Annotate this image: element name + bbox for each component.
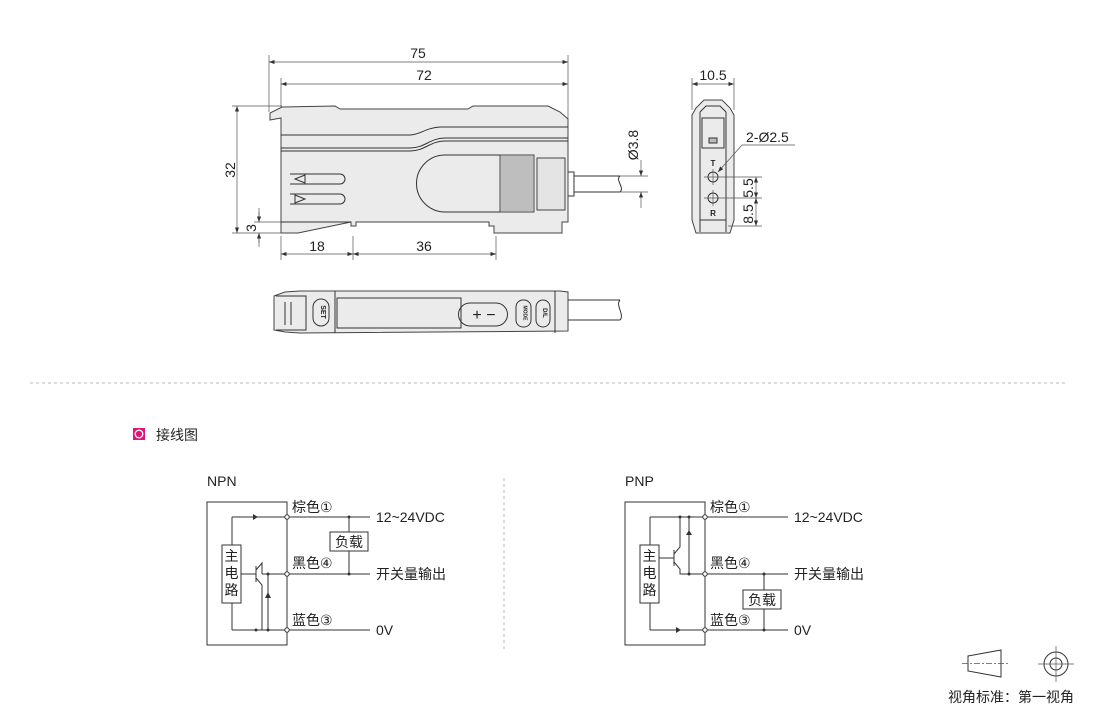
cable	[568, 171, 620, 197]
section-title: 接线图	[156, 427, 198, 443]
hole-label-r: R	[710, 209, 716, 218]
hole-label-t: T	[711, 159, 716, 168]
dim-3: 3	[243, 224, 259, 232]
pnp-ground: 0V	[794, 622, 812, 638]
dim-cable-diameter: Ø3.8	[625, 130, 641, 161]
mode-button: MODE	[522, 306, 528, 322]
pnp-supply: 12~24VDC	[794, 509, 863, 525]
npn-ground: 0V	[376, 622, 394, 638]
pnp-diagram: PNP 主 电 路 棕色① 黑色④ 蓝色③ 负载 12~24VDC 开关量输出 …	[624, 473, 864, 646]
hole-spec: 2-Ø2.5	[746, 129, 789, 145]
dim-18: 18	[309, 238, 325, 254]
set-button: SET	[319, 305, 326, 319]
dim-72: 72	[416, 67, 432, 83]
npn-main-circuit-3: 路	[225, 582, 239, 598]
npn-title: NPN	[207, 473, 237, 489]
front-view: 75 72 32 3 18 36 Ø3.8	[222, 45, 648, 260]
pnp-main-circuit-3: 路	[643, 582, 657, 598]
dim-32: 32	[222, 162, 238, 178]
pnp-load: 负载	[748, 592, 776, 608]
npn-diagram: NPN 主 电 路 棕色① 黑色④ 蓝色③ 负载 12~24VDC 开关量输出 …	[206, 473, 446, 646]
first-angle-projection-icon	[962, 646, 1074, 682]
side-view: 10.5 T R 5.5 8.5 2-Ø2.5	[691, 67, 795, 234]
plus-minus-button: + −	[472, 307, 495, 324]
dim-36: 36	[416, 238, 432, 254]
dim-hole-bottom: 8.5	[740, 204, 756, 224]
pnp-output: 开关量输出	[794, 566, 864, 582]
pnp-main-circuit-1: 主	[643, 548, 657, 564]
dim-hole-pitch: 5.5	[740, 178, 756, 198]
pnp-main-circuit-2: 电	[643, 565, 657, 581]
npn-wire-blue: 蓝色③	[292, 612, 333, 628]
npn-wire-brown: 棕色①	[292, 499, 333, 515]
npn-supply: 12~24VDC	[376, 509, 445, 525]
pnp-title: PNP	[625, 473, 654, 489]
dim-width: 10.5	[699, 67, 726, 83]
npn-load: 负载	[335, 534, 363, 550]
dim-75: 75	[410, 45, 426, 61]
npn-wire-black: 黑色④	[292, 555, 333, 571]
npn-main-circuit-1: 主	[225, 548, 239, 564]
top-view: SET + − MODE D/L	[273, 290, 622, 334]
dl-button: D/L	[541, 308, 547, 318]
arrow-indicator-icon	[293, 174, 307, 204]
npn-output: 开关量输出	[376, 566, 446, 582]
pnp-wire-brown: 棕色①	[710, 499, 751, 515]
npn-main-circuit-2: 电	[225, 565, 239, 581]
pnp-wire-blue: 蓝色③	[710, 612, 751, 628]
projection-label: 视角标准：第一视角	[948, 689, 1074, 705]
pnp-wire-black: 黑色④	[710, 555, 751, 571]
